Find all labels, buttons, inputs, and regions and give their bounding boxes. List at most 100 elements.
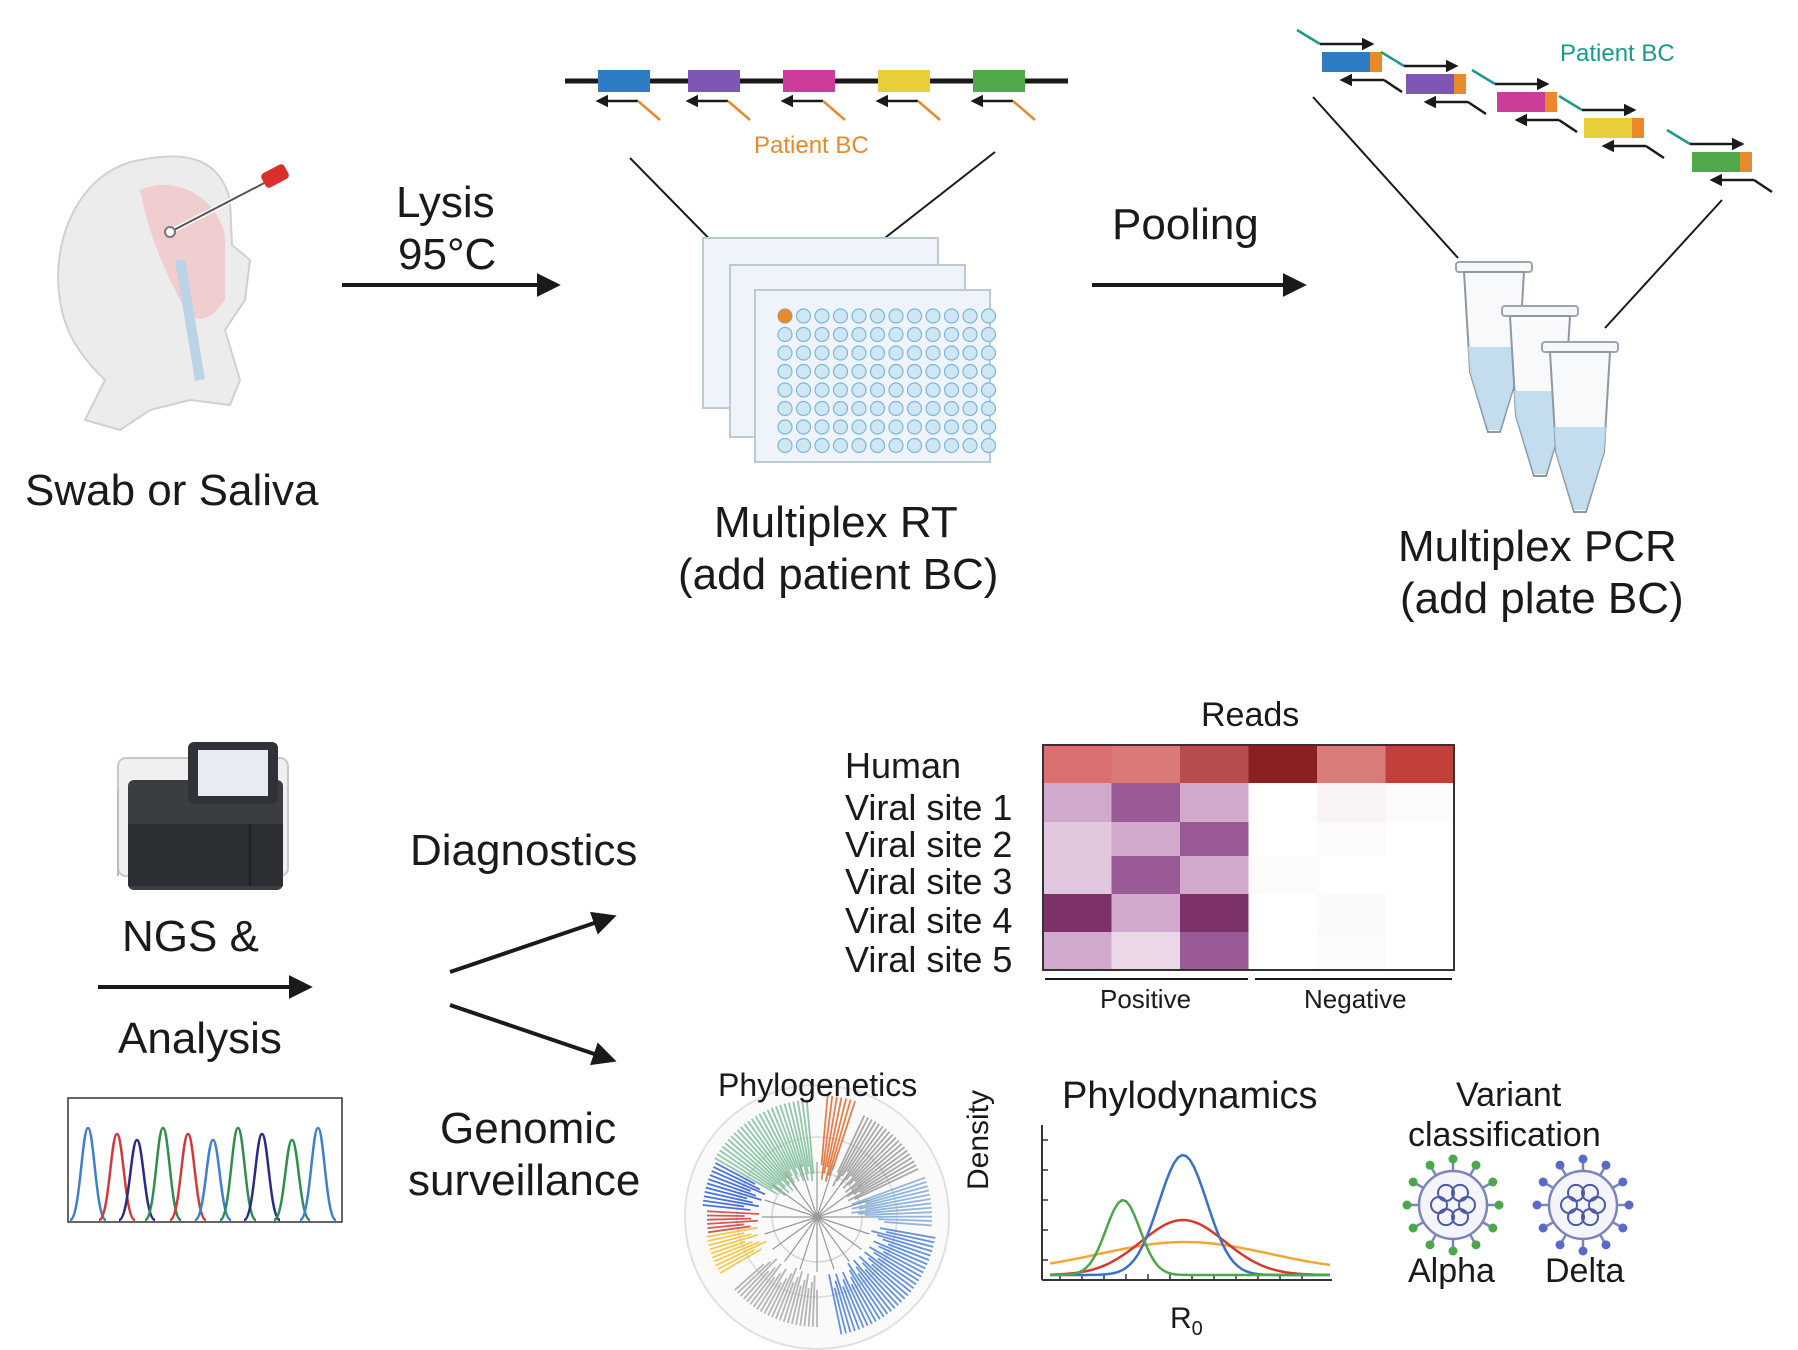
plate-well — [851, 308, 867, 324]
tree-branch — [847, 1164, 917, 1202]
plate-well — [832, 437, 849, 454]
virus-body — [1417, 1169, 1489, 1241]
tree-branch — [887, 1243, 930, 1261]
plate-well — [925, 308, 941, 324]
virus-spike-tip — [1471, 1160, 1481, 1170]
tree-branch — [758, 1113, 792, 1170]
plate-well — [906, 437, 923, 454]
tree-branch — [703, 1195, 759, 1208]
plate-well — [832, 419, 849, 435]
tree-branch — [749, 1263, 782, 1305]
tree-branch — [833, 1287, 847, 1334]
plate-well — [888, 437, 904, 454]
tree-branch — [858, 1180, 927, 1205]
plate-well — [795, 437, 812, 454]
plate-well — [980, 363, 997, 380]
plate-well — [962, 419, 978, 435]
phylogenetics-label: Phylogenetics — [718, 1067, 918, 1103]
tree-branch — [841, 1121, 877, 1177]
heatmap-cell — [1180, 745, 1249, 783]
plate-well — [795, 382, 812, 398]
plate-well — [869, 363, 886, 380]
virus-spike-tip — [1494, 1200, 1504, 1210]
tree-branch — [845, 1128, 887, 1181]
surveillance-label: surveillance — [408, 1156, 641, 1205]
virus-spike-tip — [1408, 1223, 1418, 1233]
tree-branch — [844, 1143, 903, 1194]
virus-rna-loop — [1437, 1183, 1455, 1202]
pcr-patient-bc — [1545, 92, 1557, 112]
tree-branch — [861, 1262, 903, 1303]
plate-well — [888, 382, 904, 398]
tree-inner-branch — [764, 1199, 818, 1218]
tree-branch — [855, 1266, 892, 1312]
rt-barcode-segment — [598, 70, 650, 92]
tree-branch — [709, 1233, 759, 1251]
plate-well — [869, 326, 886, 343]
tree-branch — [763, 1282, 782, 1315]
plate-well — [795, 400, 812, 417]
heatmap-cell — [1385, 856, 1454, 894]
tree-branch — [871, 1230, 934, 1248]
plate-well — [814, 382, 830, 398]
plate-well — [851, 326, 867, 343]
virus-spike-tip — [1448, 1154, 1458, 1164]
phylodynamics-label: Phylodynamics — [1062, 1075, 1318, 1117]
virus-spike-tip — [1624, 1200, 1634, 1210]
plate-well — [795, 345, 812, 361]
tube-liquid — [1554, 427, 1606, 510]
plate-well — [814, 437, 830, 454]
plate-well — [943, 419, 960, 435]
plate-well — [962, 400, 978, 417]
tree-branch — [783, 1103, 804, 1168]
rt-barcode-segment — [973, 70, 1025, 92]
alpha-label: Alpha — [1408, 1252, 1495, 1290]
tree-branch — [841, 1271, 869, 1327]
chromatogram-icon — [67, 1097, 343, 1223]
tree-inner-branch — [764, 1216, 818, 1235]
density-curve-red — [1049, 1218, 1331, 1277]
heatmap-cell — [1180, 894, 1249, 932]
virus-spike-tip — [1425, 1160, 1435, 1170]
chromatogram-peak — [168, 1132, 208, 1222]
tree-inner-branch — [799, 1164, 818, 1218]
tree-branch — [842, 1278, 865, 1328]
plate-well — [962, 437, 978, 454]
virus-spike-tip — [1555, 1160, 1565, 1170]
tree-inner-branch — [816, 1216, 835, 1270]
tree-branch — [858, 1193, 930, 1210]
virus-rna-loop — [1567, 1183, 1585, 1202]
plate-well — [869, 382, 886, 398]
tree-branch — [743, 1123, 788, 1179]
tree-branch — [878, 1245, 926, 1270]
tree-branch — [706, 1182, 762, 1201]
tree-branch — [877, 1218, 932, 1222]
tree-branch — [703, 1199, 745, 1208]
classification-label: classification — [1408, 1116, 1601, 1154]
plate-well — [943, 382, 960, 398]
chromatogram-peak — [218, 1126, 258, 1222]
lysis-temp-label: 95°C — [398, 230, 497, 279]
tree-inner-branch — [816, 1184, 862, 1218]
tree-branch — [707, 1225, 751, 1234]
tree-branch — [762, 1111, 800, 1182]
plate-well — [980, 382, 997, 398]
tree-branch — [750, 1118, 795, 1184]
tree-branch — [884, 1221, 932, 1227]
virus-delta-icon — [1532, 1154, 1634, 1256]
tree-branch — [848, 1136, 897, 1186]
tree-inner-branch — [784, 1216, 818, 1262]
tree-branch — [834, 1280, 852, 1333]
well-plate-stack-icon — [702, 237, 997, 463]
virus-alpha-icon — [1402, 1154, 1504, 1256]
virus-spike-tip — [1532, 1200, 1542, 1210]
plate-well — [906, 308, 923, 324]
r0-axis-label: R0 — [1170, 1302, 1203, 1341]
rt-barcode-strand — [565, 70, 1068, 121]
tree-branch — [775, 1106, 805, 1181]
heatmap-cell — [1248, 745, 1317, 783]
tree-branch — [850, 1146, 906, 1191]
plate-well — [925, 419, 941, 435]
heatmap-row-label: Viral site 5 — [845, 939, 1013, 980]
